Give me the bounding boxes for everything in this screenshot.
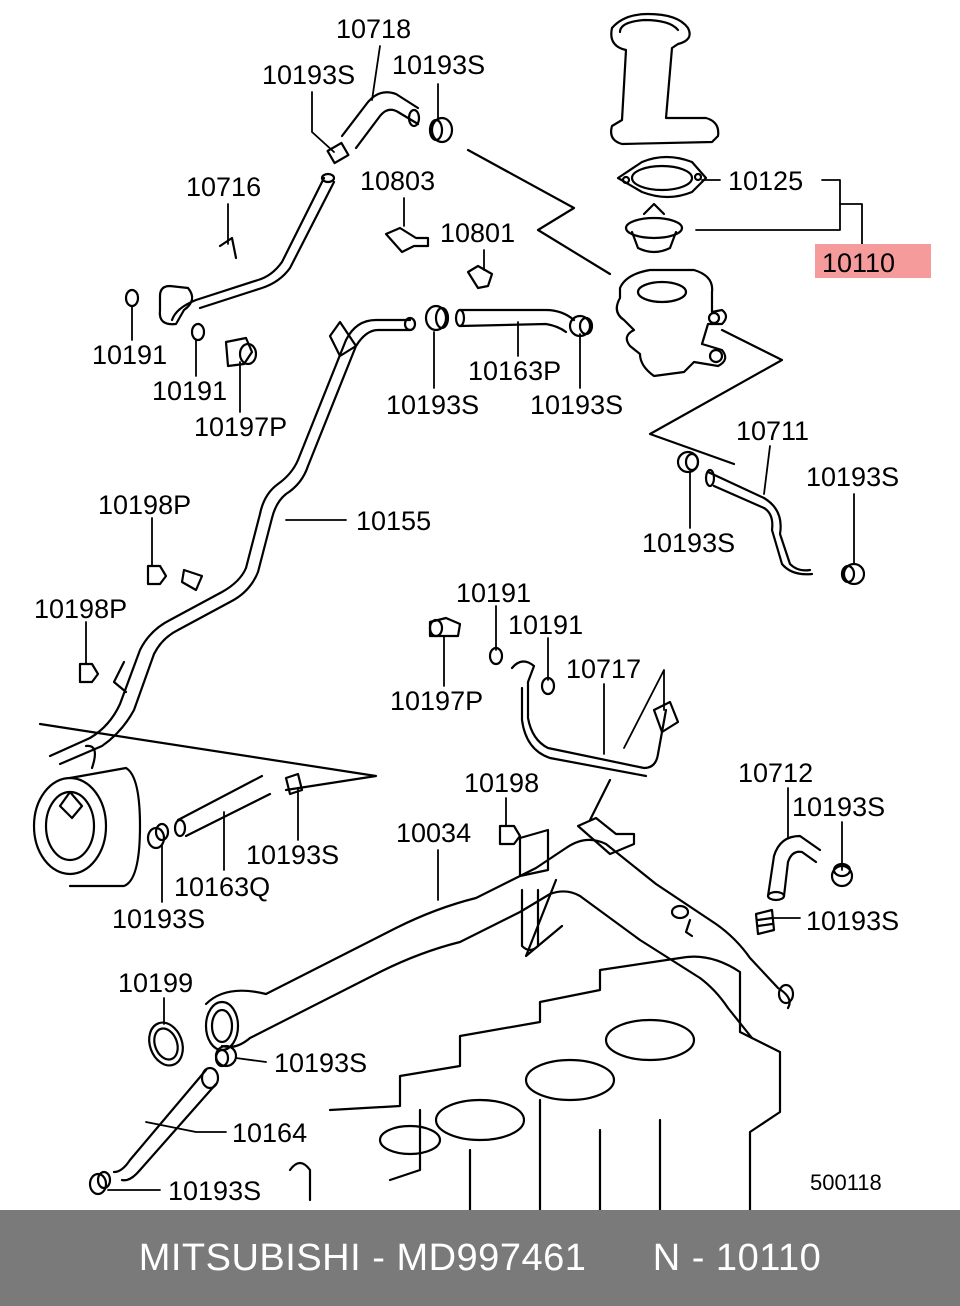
clamp-10193s-e (676, 450, 700, 474)
thermostat-housing (610, 12, 720, 146)
label-10163p: 10163P (468, 356, 561, 386)
label-10193s-e: 10193S (806, 462, 899, 492)
sensor-10803 (384, 226, 430, 254)
clamp-10193s-i (146, 822, 170, 850)
clamp-10193s-c (424, 304, 450, 332)
label-10191-a: 10191 (92, 340, 167, 370)
pipe-10164 (112, 1066, 220, 1182)
footer-spacer (586, 1237, 652, 1280)
clamp-10193s-f (840, 562, 866, 586)
label-10034: 10034 (396, 818, 471, 848)
bolt-10197p-b (428, 616, 462, 638)
label-10193s-g: 10193S (792, 792, 885, 822)
label-10716: 10716 (186, 172, 261, 202)
clamp-10193s-h (284, 772, 304, 796)
label-10712: 10712 (738, 758, 813, 788)
label-10164: 10164 (232, 1118, 307, 1148)
label-10803: 10803 (360, 166, 435, 196)
bolt-10197p-a (224, 336, 258, 368)
leader-lines (85, 45, 863, 1191)
label-10193s-a: 10193S (262, 60, 355, 90)
label-10198: 10198 (464, 768, 539, 798)
pipe-10034 (204, 816, 795, 1052)
label-10199: 10199 (118, 968, 193, 998)
bolt-10198 (498, 824, 522, 846)
clamp-10193s-a (326, 141, 350, 165)
label-10193s-k: 10193S (274, 1048, 367, 1078)
label-10193s-d: 10193S (530, 390, 623, 420)
diagram-code: 500118 (810, 1170, 882, 1195)
label-10198p-a: 10198P (98, 490, 191, 520)
hose-10163p (454, 308, 576, 334)
label-10193s-h: 10193S (246, 840, 339, 870)
engine-block (288, 955, 782, 1210)
thermostat-10110 (624, 202, 684, 254)
label-10191-c: 10191 (456, 578, 531, 608)
sensor-10801 (466, 264, 494, 290)
label-10801: 10801 (440, 218, 515, 248)
label-10711: 10711 (736, 416, 809, 446)
oil-cooler (32, 744, 142, 888)
hose-10163q (173, 774, 272, 838)
label-10191-d: 10191 (508, 610, 583, 640)
label-10110: 10110 (822, 248, 895, 278)
label-10193s-b: 10193S (392, 50, 485, 80)
label-10193s-f: 10193S (642, 528, 735, 558)
footer-ref: N - 10110 (652, 1236, 822, 1279)
clamp-10193s-l (88, 1170, 112, 1196)
clamp-10193s-d (568, 314, 594, 338)
clamp-10193s-k (214, 1044, 238, 1068)
label-10718: 10718 (336, 14, 411, 44)
footer-bar: MITSUBISHI - MD997461 N - 10110 (0, 1210, 960, 1306)
label-10197p-b: 10197P (390, 686, 483, 716)
o-ring-10199 (148, 1021, 184, 1067)
clamp-10193s-b (428, 116, 454, 144)
bolt-10198p-b (78, 662, 100, 684)
leader-break-bottom (524, 778, 612, 958)
pipe-10716 (158, 172, 336, 326)
label-10193s-i: 10193S (112, 904, 205, 934)
hose-10718 (340, 91, 421, 150)
bolt-10198p-a (146, 564, 168, 586)
label-10155: 10155 (356, 506, 431, 536)
parts-diagram: 10718 10193S 10193S 10716 10803 10125 10… (32, 12, 931, 1210)
washer-10191-b (190, 322, 206, 342)
label-10193s-j: 10193S (806, 906, 899, 936)
hose-10712 (766, 834, 822, 902)
label-10163q: 10163Q (174, 872, 270, 902)
label-10197p-a: 10197P (194, 412, 287, 442)
water-inlet-housing (615, 268, 728, 378)
highlight-box (815, 244, 931, 278)
clamp-10193s-j (754, 908, 776, 936)
leader-break-left (38, 722, 378, 792)
label-10191-b: 10191 (152, 376, 227, 406)
label-10125: 10125 (728, 166, 803, 196)
gasket-10125 (616, 155, 708, 199)
label-10198p-b: 10198P (34, 594, 127, 624)
label-10717: 10717 (566, 654, 641, 684)
footer-brand-part: MITSUBISHI - MD997461 (138, 1236, 587, 1279)
label-10193s-c: 10193S (386, 390, 479, 420)
washer-10191-a (124, 288, 140, 308)
label-10193s-l: 10193S (168, 1176, 261, 1206)
leader-break-top (466, 148, 612, 276)
leader-break-mid (648, 328, 784, 466)
pipe-10155 (48, 316, 417, 766)
hose-10711 (704, 468, 814, 576)
